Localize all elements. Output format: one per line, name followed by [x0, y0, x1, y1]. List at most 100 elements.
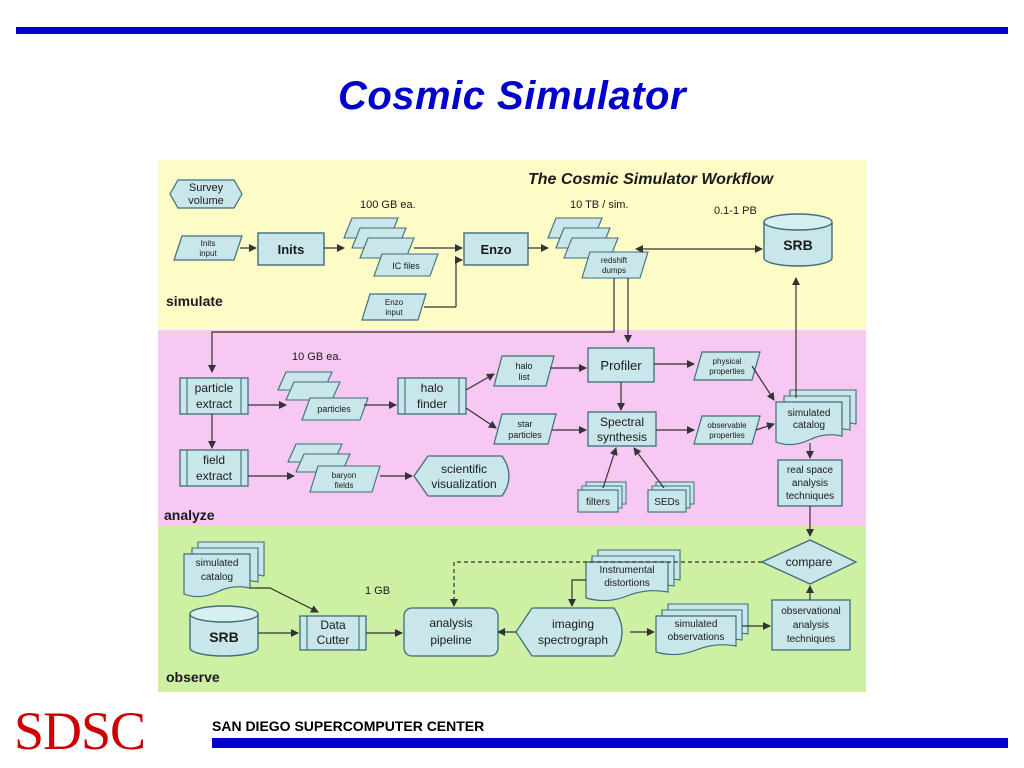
simulated-observations-stack: simulated observations	[655, 603, 749, 656]
svg-text:field: field	[203, 453, 225, 467]
svg-text:observable: observable	[707, 421, 747, 430]
simulate-arrows	[208, 244, 763, 373]
real-space-node: real space analysis techniques	[777, 459, 843, 507]
svg-text:distortions: distortions	[604, 578, 650, 589]
svg-text:physical: physical	[713, 357, 742, 366]
svg-text:imaging: imaging	[552, 617, 594, 631]
svg-text:particles: particles	[508, 430, 542, 440]
annotation-sim-size: 10 TB / sim.	[570, 199, 628, 211]
svg-text:Survey: Survey	[189, 182, 224, 194]
field-extract-node: field extract	[179, 449, 249, 487]
physical-properties-node: physical properties	[693, 351, 761, 381]
svg-text:techniques: techniques	[786, 491, 834, 502]
svg-text:analysis: analysis	[429, 616, 472, 630]
srb-top-cylinder: SRB	[763, 213, 833, 267]
particle-extract-node: particle extract	[179, 377, 249, 415]
svg-text:particle: particle	[195, 381, 234, 395]
inits-input-node: Inits input	[173, 235, 243, 261]
svg-text:analysis: analysis	[792, 478, 828, 489]
annotation-particle-size: 10 GB ea.	[292, 351, 342, 363]
svg-text:Enzo: Enzo	[385, 298, 404, 307]
svg-text:observational: observational	[781, 606, 840, 617]
svg-text:star: star	[517, 419, 532, 429]
workflow-svg: The Cosmic Simulator Workflow simulate a…	[158, 160, 866, 692]
svg-text:spectrograph: spectrograph	[538, 633, 608, 647]
svg-text:simulated: simulated	[675, 619, 718, 630]
particles-stack: particles	[277, 371, 369, 421]
svg-text:techniques: techniques	[787, 634, 835, 645]
svg-text:dumps: dumps	[602, 266, 626, 275]
svg-text:finder: finder	[417, 397, 447, 411]
svg-text:input: input	[199, 249, 217, 258]
observational-techniques-node: observational analysis techniques	[771, 599, 851, 651]
scientific-visualization-node: scientific visualization	[413, 455, 510, 497]
slide-title: Cosmic Simulator	[337, 74, 687, 118]
srb-bottom-cylinder: SRB	[189, 605, 259, 657]
band-label-observe: observe	[166, 669, 220, 685]
svg-text:list: list	[519, 372, 530, 382]
annotation-srb-size: 0.1-1 PB	[714, 205, 757, 217]
sdsc-logo: SDSC	[14, 701, 146, 761]
svg-text:SRB: SRB	[209, 629, 239, 645]
imaging-spectrograph-node: imaging spectrograph	[515, 607, 623, 657]
star-particles-node: star particles	[493, 413, 557, 445]
svg-text:analysis: analysis	[793, 620, 829, 631]
svg-text:synthesis: synthesis	[597, 430, 647, 444]
svg-text:scientific: scientific	[441, 462, 487, 476]
simulated-catalog-analyze-node: simulated catalog	[775, 389, 857, 446]
ic-files-stack: IC files	[343, 217, 439, 277]
analysis-pipeline-node: analysis pipeline	[403, 607, 499, 657]
svg-text:extract: extract	[196, 397, 233, 411]
instrumental-distortions-stack: Instrumental distortions	[585, 549, 681, 602]
halo-list-node: halo list	[493, 355, 555, 387]
svg-text:real space: real space	[787, 465, 834, 476]
profiler-node: Profiler	[587, 347, 655, 383]
svg-text:input: input	[385, 308, 403, 317]
observable-properties-node: observable properties	[693, 415, 761, 445]
svg-text:simulated: simulated	[788, 408, 831, 419]
observe-arrows	[250, 561, 814, 637]
simulated-catalog-observe-node: simulated catalog	[183, 541, 265, 598]
svg-text:SRB: SRB	[783, 237, 813, 253]
inits-node: Inits	[257, 232, 325, 266]
svg-text:catalog: catalog	[201, 572, 233, 583]
svg-text:halo: halo	[515, 361, 532, 371]
svg-text:Cutter: Cutter	[317, 633, 350, 647]
filters-stack: filters	[577, 481, 627, 513]
workflow-diagram: The Cosmic Simulator Workflow simulate a…	[158, 160, 866, 692]
survey-volume-node: Survey volume	[169, 179, 243, 209]
svg-text:Enzo: Enzo	[480, 242, 511, 257]
analyze-arrows	[208, 277, 814, 537]
svg-text:properties: properties	[709, 431, 745, 440]
svg-text:fields: fields	[335, 481, 354, 490]
svg-text:visualization: visualization	[431, 477, 496, 491]
bottom-blue-rule	[212, 738, 1008, 748]
svg-text:observations: observations	[668, 632, 725, 643]
svg-text:Data: Data	[320, 618, 346, 632]
svg-text:SEDs: SEDs	[654, 497, 680, 508]
svg-text:catalog: catalog	[793, 420, 825, 431]
svg-text:volume: volume	[188, 195, 223, 207]
band-label-simulate: simulate	[166, 293, 223, 309]
halo-finder-node: halo finder	[397, 377, 467, 415]
svg-text:redshift: redshift	[601, 256, 628, 265]
spectral-synthesis-node: Spectral synthesis	[587, 411, 657, 447]
svg-text:extract: extract	[196, 469, 233, 483]
svg-text:Instrumental: Instrumental	[599, 565, 654, 576]
svg-text:Spectral: Spectral	[600, 415, 644, 429]
compare-node: compare	[760, 539, 858, 585]
annotation-cutter-size: 1 GB	[365, 585, 390, 597]
svg-text:Inits: Inits	[278, 242, 305, 257]
svg-text:pipeline: pipeline	[430, 633, 472, 647]
redshift-dumps-stack: redshift dumps	[547, 217, 649, 279]
annotation-ic-size: 100 GB ea.	[360, 199, 416, 211]
baryon-fields-stack: baryon fields	[287, 443, 381, 493]
svg-text:compare: compare	[786, 555, 833, 569]
enzo-node: Enzo	[463, 232, 529, 266]
svg-text:baryon: baryon	[332, 471, 356, 480]
svg-text:properties: properties	[709, 367, 745, 376]
svg-text:Profiler: Profiler	[600, 358, 642, 373]
workflow-title: The Cosmic Simulator Workflow	[528, 171, 775, 188]
svg-text:IC files: IC files	[392, 261, 420, 271]
svg-text:particles: particles	[317, 404, 351, 414]
